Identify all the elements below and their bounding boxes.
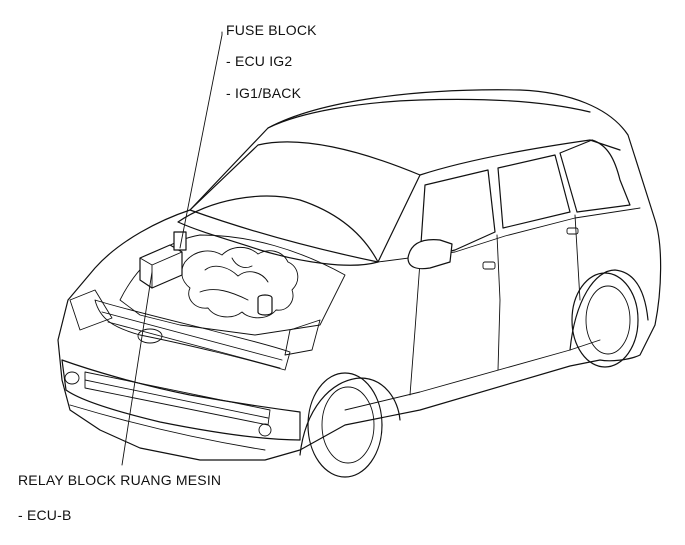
a-pillar [419,139,621,176]
relay-block-leader [121,271,153,466]
rear-side-window [497,154,571,229]
right-fog-lamp [258,423,272,437]
fuse-box [139,244,183,289]
engine-block [181,246,299,319]
rear-wheel [571,272,639,368]
open-hood [177,195,379,266]
front-wheel [307,372,383,478]
rocker-line [344,339,601,411]
fuse-box-top [139,251,183,289]
side-mirror [407,239,453,270]
quarter-window [559,139,631,213]
relay-item-ecu-b: - ECU-B [18,507,72,523]
grille-bars [101,311,283,369]
fuse-item-ig1-back: - IG1/BACK [226,85,302,101]
left-fog-lamp [64,371,80,385]
front-door-line [409,261,421,396]
front-wheel-rim [321,386,375,464]
rear-wheel-arch [569,269,649,351]
front-door-handle [482,261,496,270]
rear-door-line [574,214,581,301]
engine-detail [199,257,269,301]
mid-door-line [496,234,501,371]
upper-grille [94,299,291,371]
roof-line [267,98,591,129]
relay-block-label: RELAY BLOCK RUANG MESIN [18,472,222,488]
rear-door-handle [566,227,579,235]
fuse-item-ecu-ig2: - ECU IG2 [226,53,293,69]
reservoir [257,294,273,316]
right-headlamp [284,319,321,356]
rear-wheel-rim [585,285,631,355]
bumper-lip [69,404,266,451]
fuse-block-label: FUSE BLOCK [226,22,317,38]
fuse-block-component [173,231,187,251]
fuse-block-leader [179,31,223,249]
left-headlamp [69,289,113,331]
